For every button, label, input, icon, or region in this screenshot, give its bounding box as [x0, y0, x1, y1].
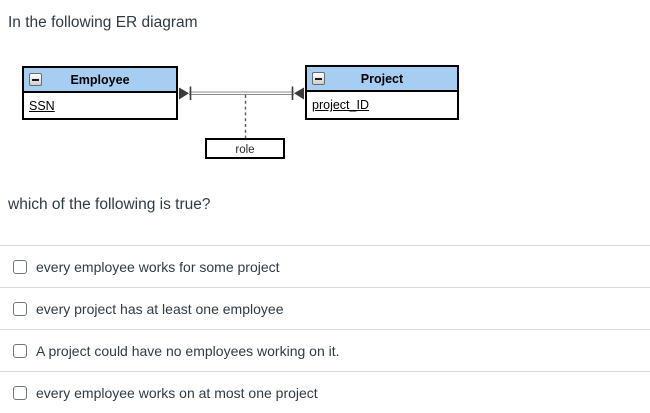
- option-checkbox-1[interactable]: [13, 259, 27, 274]
- option-row-2[interactable]: every project has at least one employee: [0, 287, 650, 329]
- option-row-4[interactable]: every employee works on at most one proj…: [0, 371, 650, 413]
- question-intro-text: In the following ER diagram: [8, 14, 198, 31]
- entity-project-attribute: project_ID: [312, 98, 369, 112]
- entity-employee: Employee SSN: [22, 66, 178, 120]
- entity-project: Project project_ID: [305, 65, 459, 120]
- connector-arrow-right-icon: [291, 86, 304, 100]
- option-row-3[interactable]: A project could have no employees workin…: [0, 329, 650, 371]
- option-label-3: A project could have no employees workin…: [36, 342, 340, 359]
- entity-project-body: project_ID: [307, 92, 457, 114]
- entity-employee-attribute: SSN: [29, 99, 55, 113]
- option-checkbox-3[interactable]: [13, 343, 27, 358]
- collapse-minus-icon: [29, 73, 42, 86]
- relationship-label: role: [235, 144, 255, 156]
- entity-employee-body: SSN: [24, 93, 176, 115]
- option-row-1[interactable]: every employee works for some project: [0, 245, 650, 287]
- entity-project-header: Project: [307, 67, 457, 92]
- entity-employee-header: Employee: [24, 68, 176, 93]
- option-label-1: every employee works for some project: [36, 258, 280, 275]
- option-checkbox-4[interactable]: [13, 385, 27, 400]
- relationship-label-box: role: [205, 138, 285, 159]
- collapse-minus-icon: [312, 72, 325, 85]
- option-checkbox-2[interactable]: [13, 301, 27, 316]
- option-label-2: every project has at least one employee: [36, 300, 284, 317]
- connector-arrow-left-icon: [179, 86, 192, 100]
- entity-employee-name: Employee: [70, 73, 130, 87]
- answer-options-list: every employee works for some project ev…: [0, 245, 650, 413]
- question-prompt-text: which of the following is true?: [8, 196, 211, 213]
- entity-project-name: Project: [360, 72, 404, 86]
- option-label-4: every employee works on at most one proj…: [36, 384, 318, 401]
